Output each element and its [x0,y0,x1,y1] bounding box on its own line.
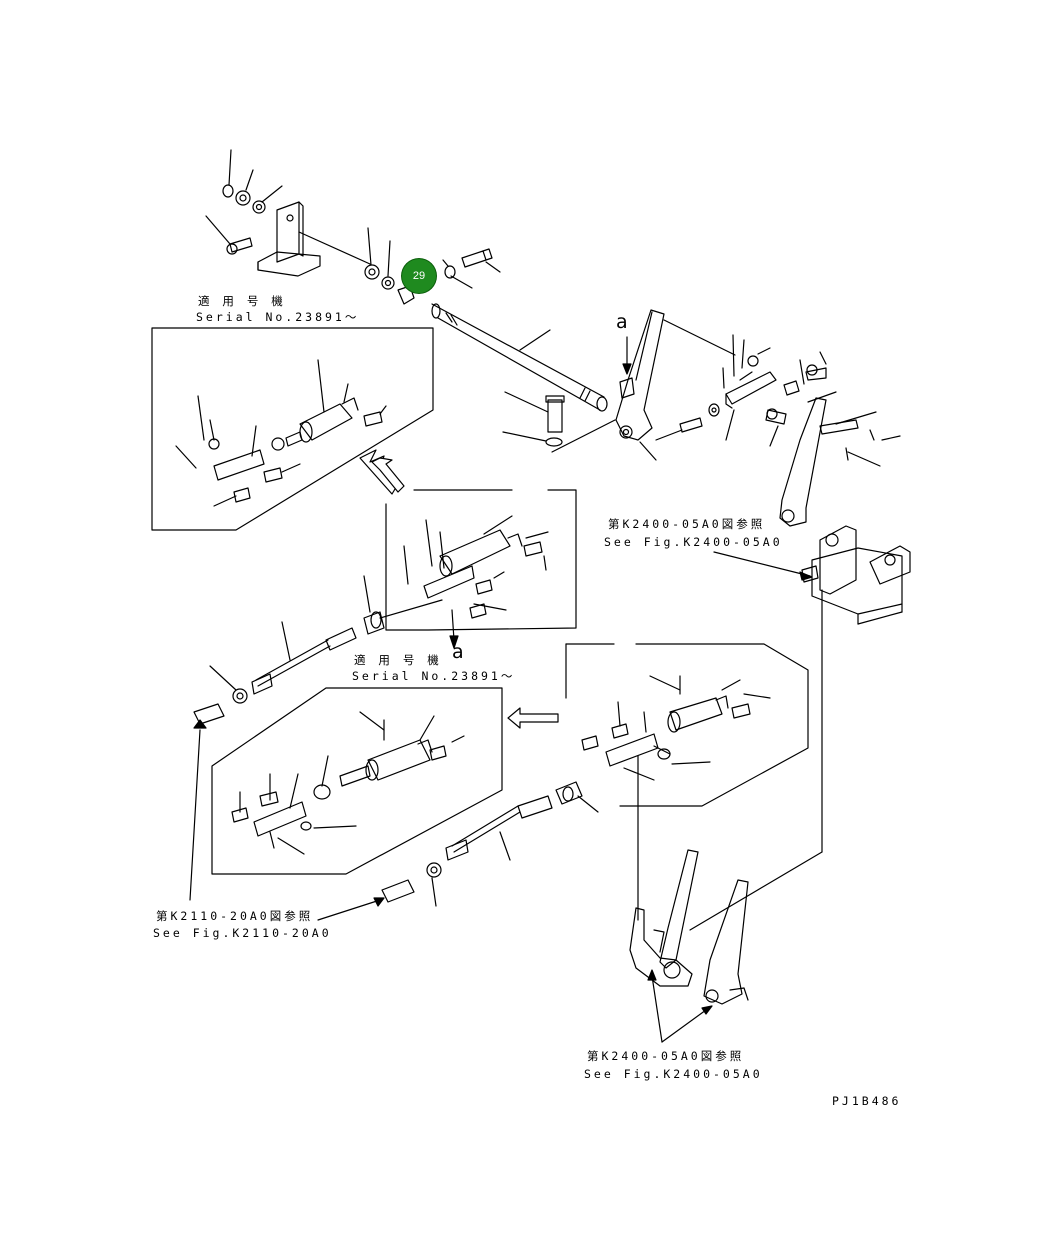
up-arrow [359,449,405,495]
bottom-pedal-levers [629,849,749,1043]
lower-rod [317,781,599,921]
left-arrow [507,707,559,729]
inset-box-1 [151,327,434,531]
right-lever-assembly [615,309,901,527]
ref-k2400-a-en: See Fig.K2400-05A0 [604,535,783,549]
ref-k2400-b-en: See Fig.K2400-05A0 [584,1067,763,1081]
inset-box-3 [211,687,503,875]
left-rod [189,575,385,901]
ref-k2110-jp: 第K2110-20A0図参照 [156,909,314,923]
inset-box-2 [379,489,577,649]
view-a-bottom-label: a [452,641,464,663]
long-shaft [431,303,616,453]
pedal-bracket [689,525,911,931]
inset-box-4 [565,643,809,921]
serial-note-2-jp: 適 用 号 機 [354,653,442,667]
serial-note-1-en: Serial No.23891～ [196,310,360,324]
top-bracket-assembly [205,149,501,305]
serial-note-2-en: Serial No.23891～ [352,669,516,683]
part-callout-29[interactable]: 29 [402,259,436,293]
ref-k2110-en: See Fig.K2110-20A0 [153,926,332,940]
drawing-code: PJ1B486 [832,1094,902,1108]
ref-k2400-a-jp: 第K2400-05A0図参照 [608,517,766,531]
view-a-top-label: a [616,311,628,333]
serial-note-1-jp: 適 用 号 機 [198,294,286,308]
ref-k2400-b-jp: 第K2400-05A0図参照 [587,1049,745,1063]
